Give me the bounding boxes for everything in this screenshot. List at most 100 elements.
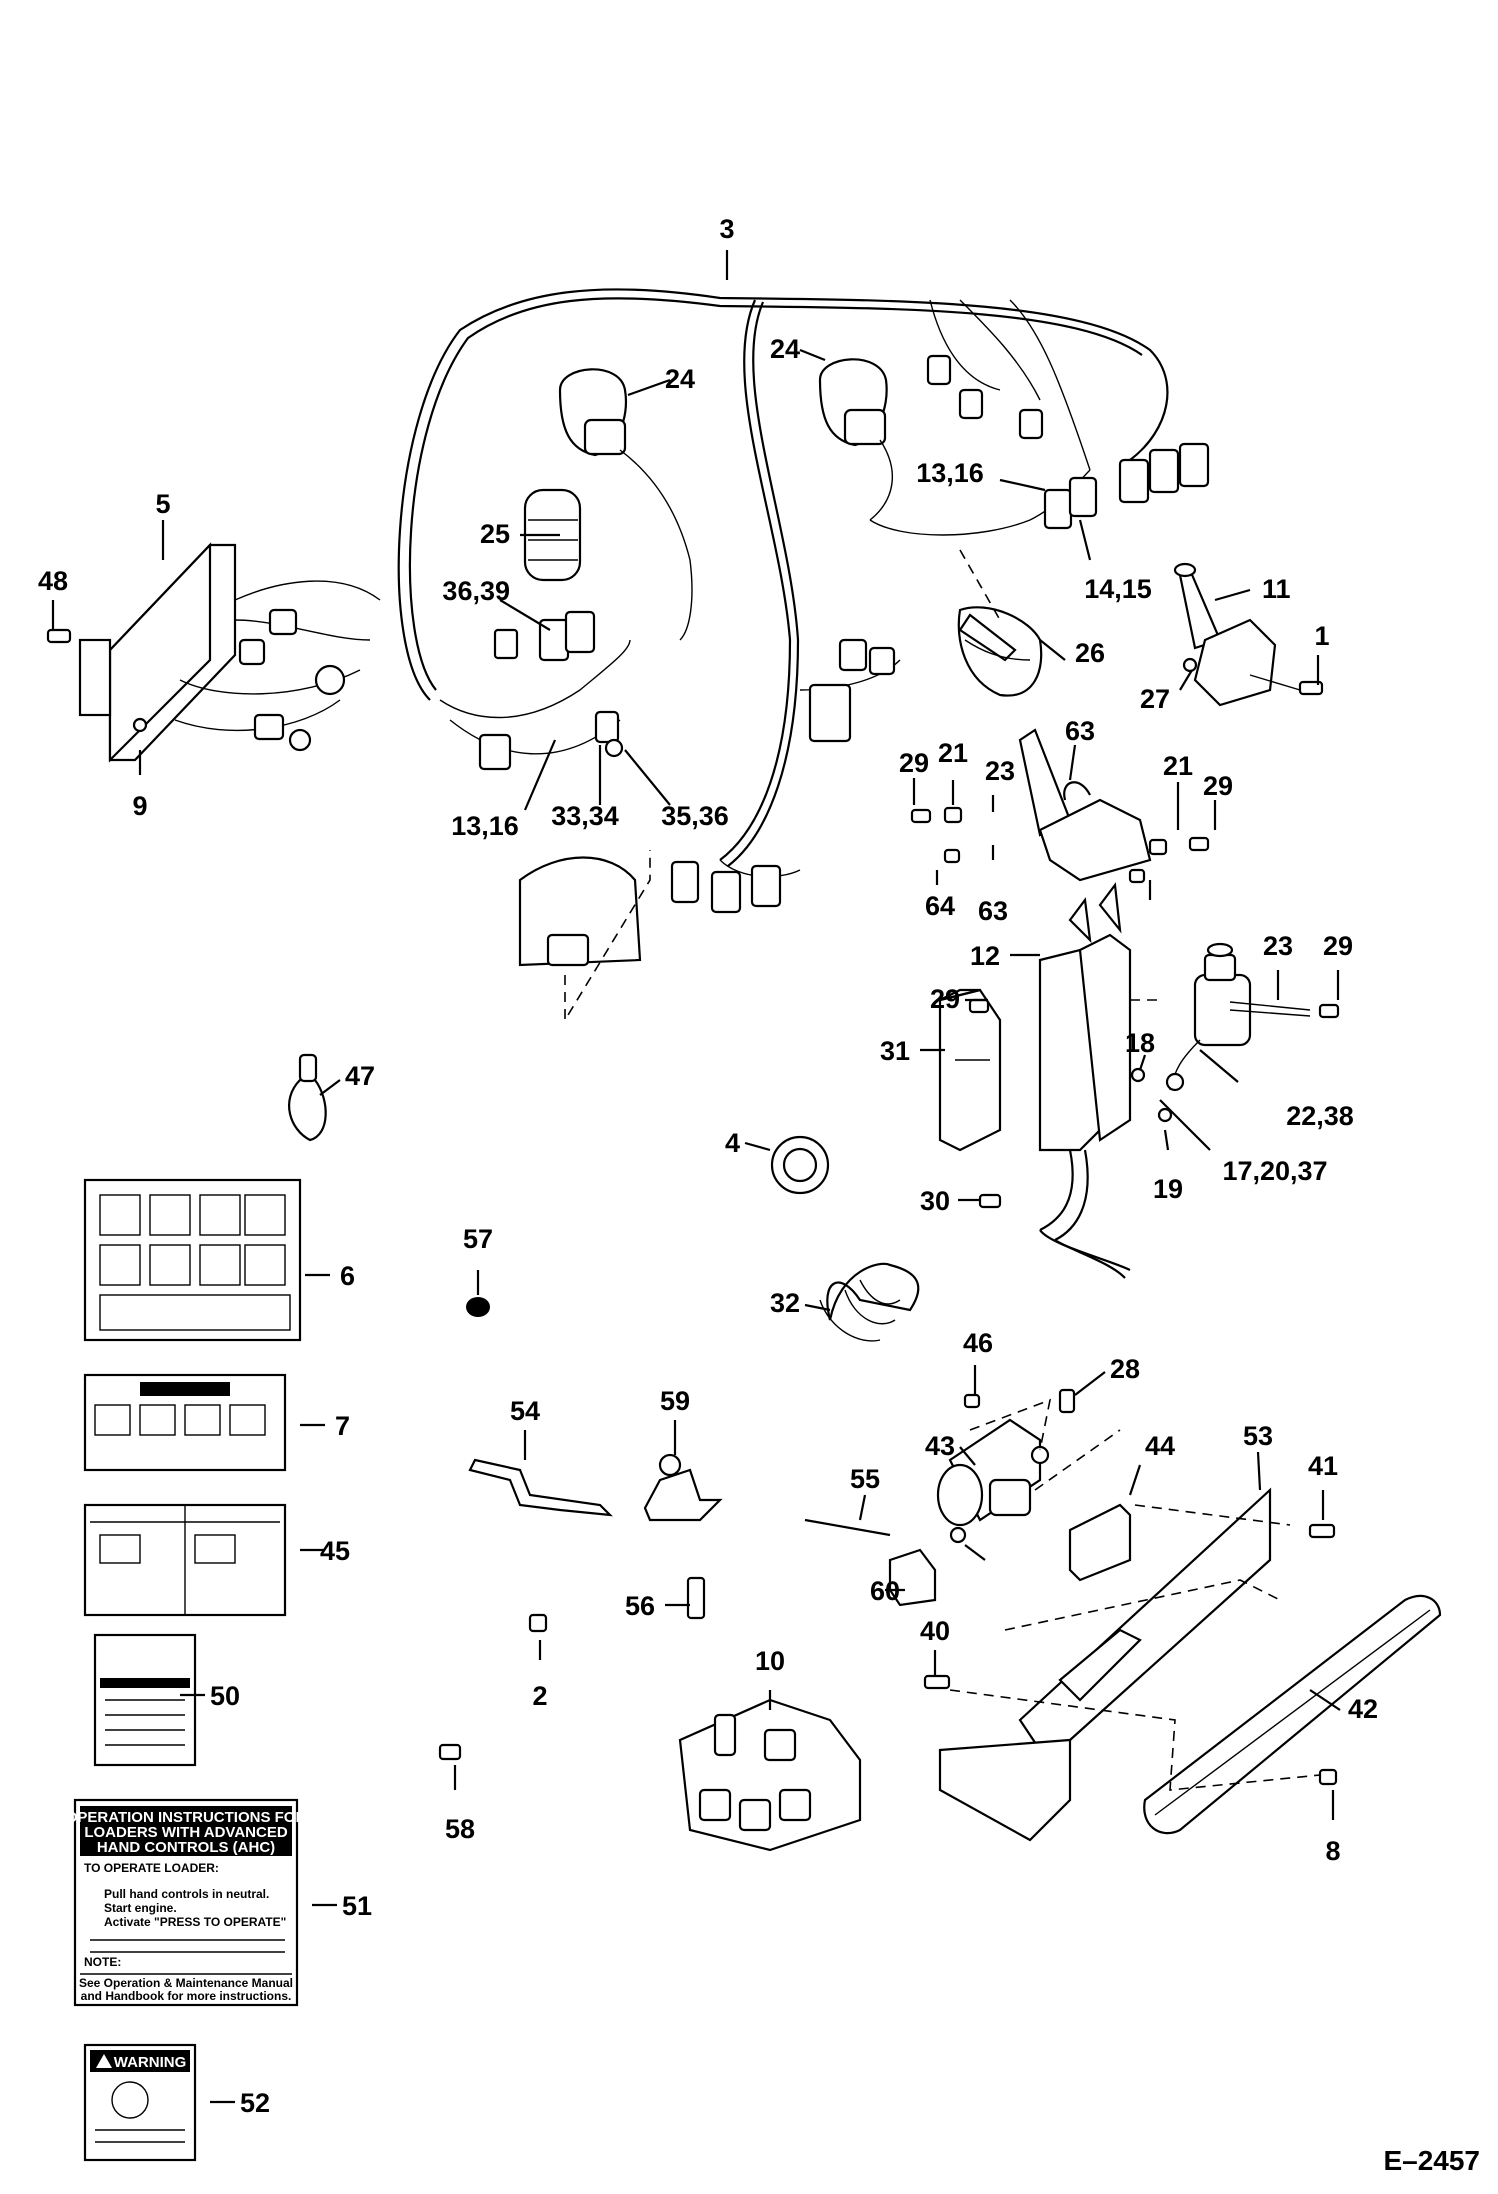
leader-lines bbox=[51, 250, 1341, 2104]
clip-part bbox=[288, 1053, 327, 1142]
callout-26: 26 bbox=[1075, 638, 1105, 668]
grommet-part bbox=[770, 1135, 830, 1195]
callout-8: 8 bbox=[1325, 1836, 1340, 1866]
callout-5: 5 bbox=[155, 489, 170, 519]
decal-6 bbox=[83, 1178, 302, 1342]
callout-44: 44 bbox=[1145, 1431, 1175, 1461]
callout-43: 43 bbox=[925, 1431, 955, 1461]
callout-48: 48 bbox=[38, 566, 68, 596]
callout-29: 29 bbox=[1203, 771, 1233, 801]
decal-51-heading: TO OPERATE LOADER: bbox=[84, 1861, 219, 1875]
callout-62: 63 bbox=[978, 896, 1008, 926]
callout-45: 45 bbox=[320, 1536, 350, 1566]
callout-22-38: 22,38 bbox=[1286, 1101, 1354, 1131]
callout-63: 64 bbox=[925, 891, 955, 921]
small-lever-part bbox=[643, 1468, 723, 1620]
callout-1: 1 bbox=[1314, 621, 1329, 651]
callout-33-34: 33,34 bbox=[551, 801, 619, 831]
callout-9: 9 bbox=[132, 791, 147, 821]
callout-60: 60 bbox=[870, 1576, 900, 1606]
callout-61: 63 bbox=[1065, 716, 1095, 746]
callout-13-16: 13,16 bbox=[451, 811, 519, 841]
callout-19: 19 bbox=[1153, 1174, 1183, 1204]
frame-rail-part bbox=[938, 1487, 1272, 1842]
actuator-cylinder-part bbox=[936, 1418, 1050, 1527]
decal-52-warning-text: WARNING bbox=[114, 2054, 187, 2071]
joystick-part bbox=[1173, 562, 1301, 707]
decal-50 bbox=[93, 1633, 197, 1767]
callout-2: 2 bbox=[532, 1681, 547, 1711]
wiring-harness bbox=[397, 288, 1210, 914]
callout-25: 25 bbox=[480, 519, 510, 549]
decal-51-note: NOTE: bbox=[84, 1955, 121, 1969]
callout-42: 42 bbox=[1348, 1694, 1378, 1724]
callout-50: 50 bbox=[210, 1681, 240, 1711]
callout-29: 29 bbox=[1323, 931, 1353, 961]
decal-51-step-3: Start engine. bbox=[104, 1901, 177, 1915]
handle-part bbox=[957, 606, 1152, 882]
callout-14-15: 14,15 bbox=[1084, 574, 1152, 604]
callout-36-39: 36,39 bbox=[442, 576, 510, 606]
callout-21: 21 bbox=[938, 738, 968, 768]
decal-51-title-1: OPERATION INSTRUCTIONS FOR bbox=[66, 1809, 307, 1826]
callout-6: 6 bbox=[340, 1261, 355, 1291]
callout-56: 56 bbox=[625, 1591, 655, 1621]
pin-part bbox=[804, 1518, 891, 1537]
valve-part bbox=[678, 1698, 862, 1852]
callout-55: 55 bbox=[850, 1464, 880, 1494]
assembly-lines bbox=[949, 549, 1321, 1791]
callout-52: 52 bbox=[240, 2088, 270, 2118]
callout-40: 40 bbox=[920, 1616, 950, 1646]
decal-51-title-2: LOADERS WITH ADVANCED bbox=[84, 1824, 287, 1841]
bracket-post-part bbox=[1038, 882, 1160, 1279]
callout-35-36: 35,36 bbox=[661, 801, 729, 831]
callout-labels: 3 24 24 5 48 9 25 36,39 13,16 33,34 35,3… bbox=[38, 214, 1378, 2118]
callout-23: 23 bbox=[1263, 931, 1293, 961]
trough-part bbox=[1143, 1594, 1442, 1835]
callout-53: 53 bbox=[1243, 1421, 1273, 1451]
decal-51-footer-1: See Operation & Maintenance Manual bbox=[79, 1976, 293, 1990]
decal-51-operation-instructions: OPERATION INSTRUCTIONS FOR LOADERS WITH … bbox=[66, 1798, 307, 2007]
decal-7 bbox=[83, 1373, 287, 1472]
callout-17-20-37: 17,20,37 bbox=[1222, 1156, 1327, 1186]
callout-57: 57 bbox=[463, 1224, 493, 1254]
callout-11: 11 bbox=[1262, 574, 1291, 604]
callout-10: 10 bbox=[755, 1646, 785, 1676]
decal-52-warning: WARNING bbox=[83, 2043, 197, 2162]
decal-51-footer-2: and Handbook for more instructions. bbox=[81, 1989, 292, 2003]
callout-54: 54 bbox=[510, 1396, 540, 1426]
callout-29: 29 bbox=[899, 748, 929, 778]
decal-51-title-3: HAND CONTROLS (AHC) bbox=[97, 1839, 275, 1856]
callout-32: 32 bbox=[770, 1288, 800, 1318]
callout-46: 46 bbox=[963, 1328, 993, 1358]
callout-47: 47 bbox=[345, 1061, 375, 1091]
callout-30: 30 bbox=[920, 1186, 950, 1216]
boot-part bbox=[819, 1262, 920, 1342]
mount-bracket-part bbox=[938, 988, 1002, 1152]
block-part bbox=[1068, 1503, 1132, 1582]
fastener-parts bbox=[46, 628, 1340, 1786]
callout-31: 31 bbox=[880, 1036, 910, 1066]
callout-28: 28 bbox=[1110, 1354, 1140, 1384]
callout-13-16: 13,16 bbox=[916, 458, 984, 488]
cover-part bbox=[518, 850, 651, 1023]
callout-59: 59 bbox=[660, 1386, 690, 1416]
callout-24: 24 bbox=[665, 364, 695, 394]
callout-23: 23 bbox=[985, 756, 1015, 786]
lever-part bbox=[468, 1458, 613, 1517]
plug-part bbox=[466, 1297, 490, 1317]
decal-51-step-2: Pull hand controls in neutral. bbox=[104, 1887, 269, 1901]
decal-51-step-4: Activate "PRESS TO OPERATE" bbox=[104, 1915, 286, 1929]
callout-24: 24 bbox=[770, 334, 800, 364]
callout-18: 18 bbox=[1125, 1028, 1155, 1058]
callout-41: 41 bbox=[1308, 1451, 1338, 1481]
callout-27: 27 bbox=[1140, 684, 1170, 714]
callout-7: 7 bbox=[335, 1411, 350, 1441]
callout-51: 51 bbox=[342, 1891, 372, 1921]
decal-45 bbox=[83, 1503, 287, 1617]
relay-box-part bbox=[78, 542, 381, 763]
callout-4: 4 bbox=[725, 1128, 740, 1158]
document-number: E–2457 bbox=[1383, 2145, 1480, 2176]
callout-58: 58 bbox=[445, 1814, 475, 1844]
